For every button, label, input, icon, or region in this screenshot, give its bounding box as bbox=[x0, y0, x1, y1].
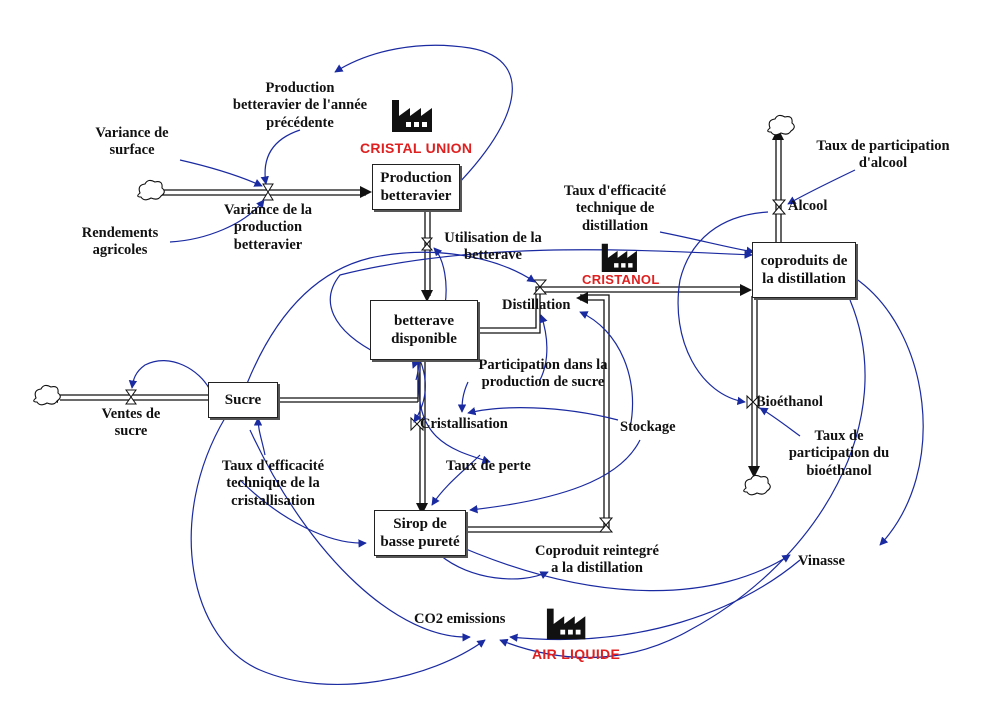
flow-to-distillation bbox=[477, 286, 745, 334]
flow-bioethanol bbox=[751, 296, 758, 470]
link-crist-self bbox=[413, 359, 426, 423]
label-variance-surface: Variance de surface bbox=[95, 125, 169, 159]
link-sucre-to-ventes bbox=[128, 360, 211, 391]
cloud-source-icon bbox=[33, 114, 795, 496]
link-prod-to-prev bbox=[334, 44, 513, 209]
link-stockage-to-cristallisation bbox=[467, 407, 619, 421]
link-betterave-to-co2 bbox=[249, 429, 471, 642]
label-cristallisation: Cristallisation bbox=[420, 416, 508, 432]
valve-icon bbox=[125, 183, 787, 533]
brand-air-liquide: AIR LIQUIDE bbox=[532, 646, 621, 662]
label-bioethanol: Bioéthanol bbox=[756, 394, 823, 410]
link-perte-to-sirop bbox=[431, 454, 481, 506]
label-stockage: Stockage bbox=[620, 419, 676, 435]
link-taux-crist-to-sirop bbox=[239, 479, 367, 548]
label-taux-efficacite-cristallisation: Taux d'efficacité technique de la crista… bbox=[221, 458, 325, 509]
link-surface-to-variance bbox=[179, 159, 263, 187]
label-distillation: Distillation bbox=[502, 297, 571, 313]
stock-coproduits-distillation[interactable]: coproduits de la distillation bbox=[752, 242, 856, 298]
label-vinasse: Vinasse bbox=[798, 553, 845, 569]
label-taux-participation-bioethanol: Taux de participation du bioéthanol bbox=[788, 428, 890, 479]
factory-icon bbox=[546, 608, 586, 640]
label-taux-efficacite-distillation: Taux d'efficacité technique de distillat… bbox=[563, 183, 667, 234]
link-stockage-to-distillation bbox=[579, 311, 634, 429]
link-participation-to-cristallisation bbox=[457, 381, 469, 413]
label-alcool: Alcool bbox=[788, 198, 828, 214]
label-taux-participation-alcool: Taux de participation d'alcool bbox=[816, 138, 950, 172]
flow-variance-production bbox=[158, 189, 366, 196]
link-sucre-to-distillation bbox=[239, 251, 536, 403]
link-taux-bio-to-bio bbox=[759, 407, 801, 437]
link-taux-alcool-to-alcool bbox=[787, 169, 856, 205]
factory-icon bbox=[601, 243, 637, 272]
link-sirop-to-vinasse bbox=[444, 539, 791, 592]
label-coproduit-reintegre: Coproduit reintegré a la distillation bbox=[535, 543, 659, 577]
label-production-annee-precedente: Production betteravier de l'année précéd… bbox=[232, 80, 368, 131]
link-vinasse-to-co2 bbox=[509, 559, 801, 642]
link-rendements-to-variance bbox=[169, 199, 265, 243]
link-betterave-to-utilisation bbox=[433, 247, 447, 306]
label-taux-perte: Taux de perte bbox=[446, 458, 531, 474]
flow-alcool bbox=[775, 138, 782, 242]
link-prev-to-variance bbox=[260, 129, 301, 185]
link-eff-dist-to-coproduits bbox=[659, 231, 755, 255]
link-participation-to-distillation bbox=[539, 314, 548, 381]
label-ventes-sucre: Ventes de sucre bbox=[101, 406, 161, 440]
link-betterave-to-coproduits bbox=[329, 249, 753, 356]
material-flows bbox=[60, 138, 782, 533]
link-betterave-to-perte bbox=[418, 369, 491, 464]
label-utilisation-betterave: Utilisation de la betterave bbox=[444, 230, 542, 264]
stock-sirop-basse-purete[interactable]: Sirop de basse pureté bbox=[374, 510, 466, 556]
stock-production-betteravier[interactable]: Production betteravier bbox=[372, 164, 460, 210]
link-taux-crist-to-sucre bbox=[253, 417, 266, 456]
label-rendements-agricoles: Rendements agricoles bbox=[81, 225, 159, 259]
flow-ventes-sucre bbox=[60, 394, 209, 401]
link-betterave-to-sucre-loop bbox=[411, 359, 420, 381]
flow-coproduit-reintegre bbox=[465, 294, 610, 533]
stock-betterave-disponible[interactable]: betterave disponible bbox=[370, 300, 478, 360]
brand-cristal-union: CRISTAL UNION bbox=[360, 140, 473, 156]
stock-sucre[interactable]: Sucre bbox=[208, 382, 278, 418]
label-variance-production: Variance de la production betteravier bbox=[223, 202, 313, 253]
brand-cristanol: CRISTANOL bbox=[582, 272, 660, 287]
flow-cristallisation bbox=[278, 358, 419, 403]
link-sirop-to-coproduit bbox=[439, 554, 549, 580]
link-coproduits-to-co2 bbox=[499, 299, 866, 659]
factory-icon bbox=[392, 100, 432, 132]
link-sucre-to-co2 bbox=[190, 417, 486, 685]
label-participation-sucre: Participation dans la production de sucr… bbox=[478, 357, 608, 391]
label-co2-emissions: CO2 emissions bbox=[414, 611, 506, 627]
causal-links bbox=[128, 44, 924, 685]
link-alcool-loop bbox=[677, 211, 769, 405]
link-stockage-to-sirop bbox=[469, 439, 641, 514]
link-coproduits-to-vinasse bbox=[854, 277, 924, 546]
